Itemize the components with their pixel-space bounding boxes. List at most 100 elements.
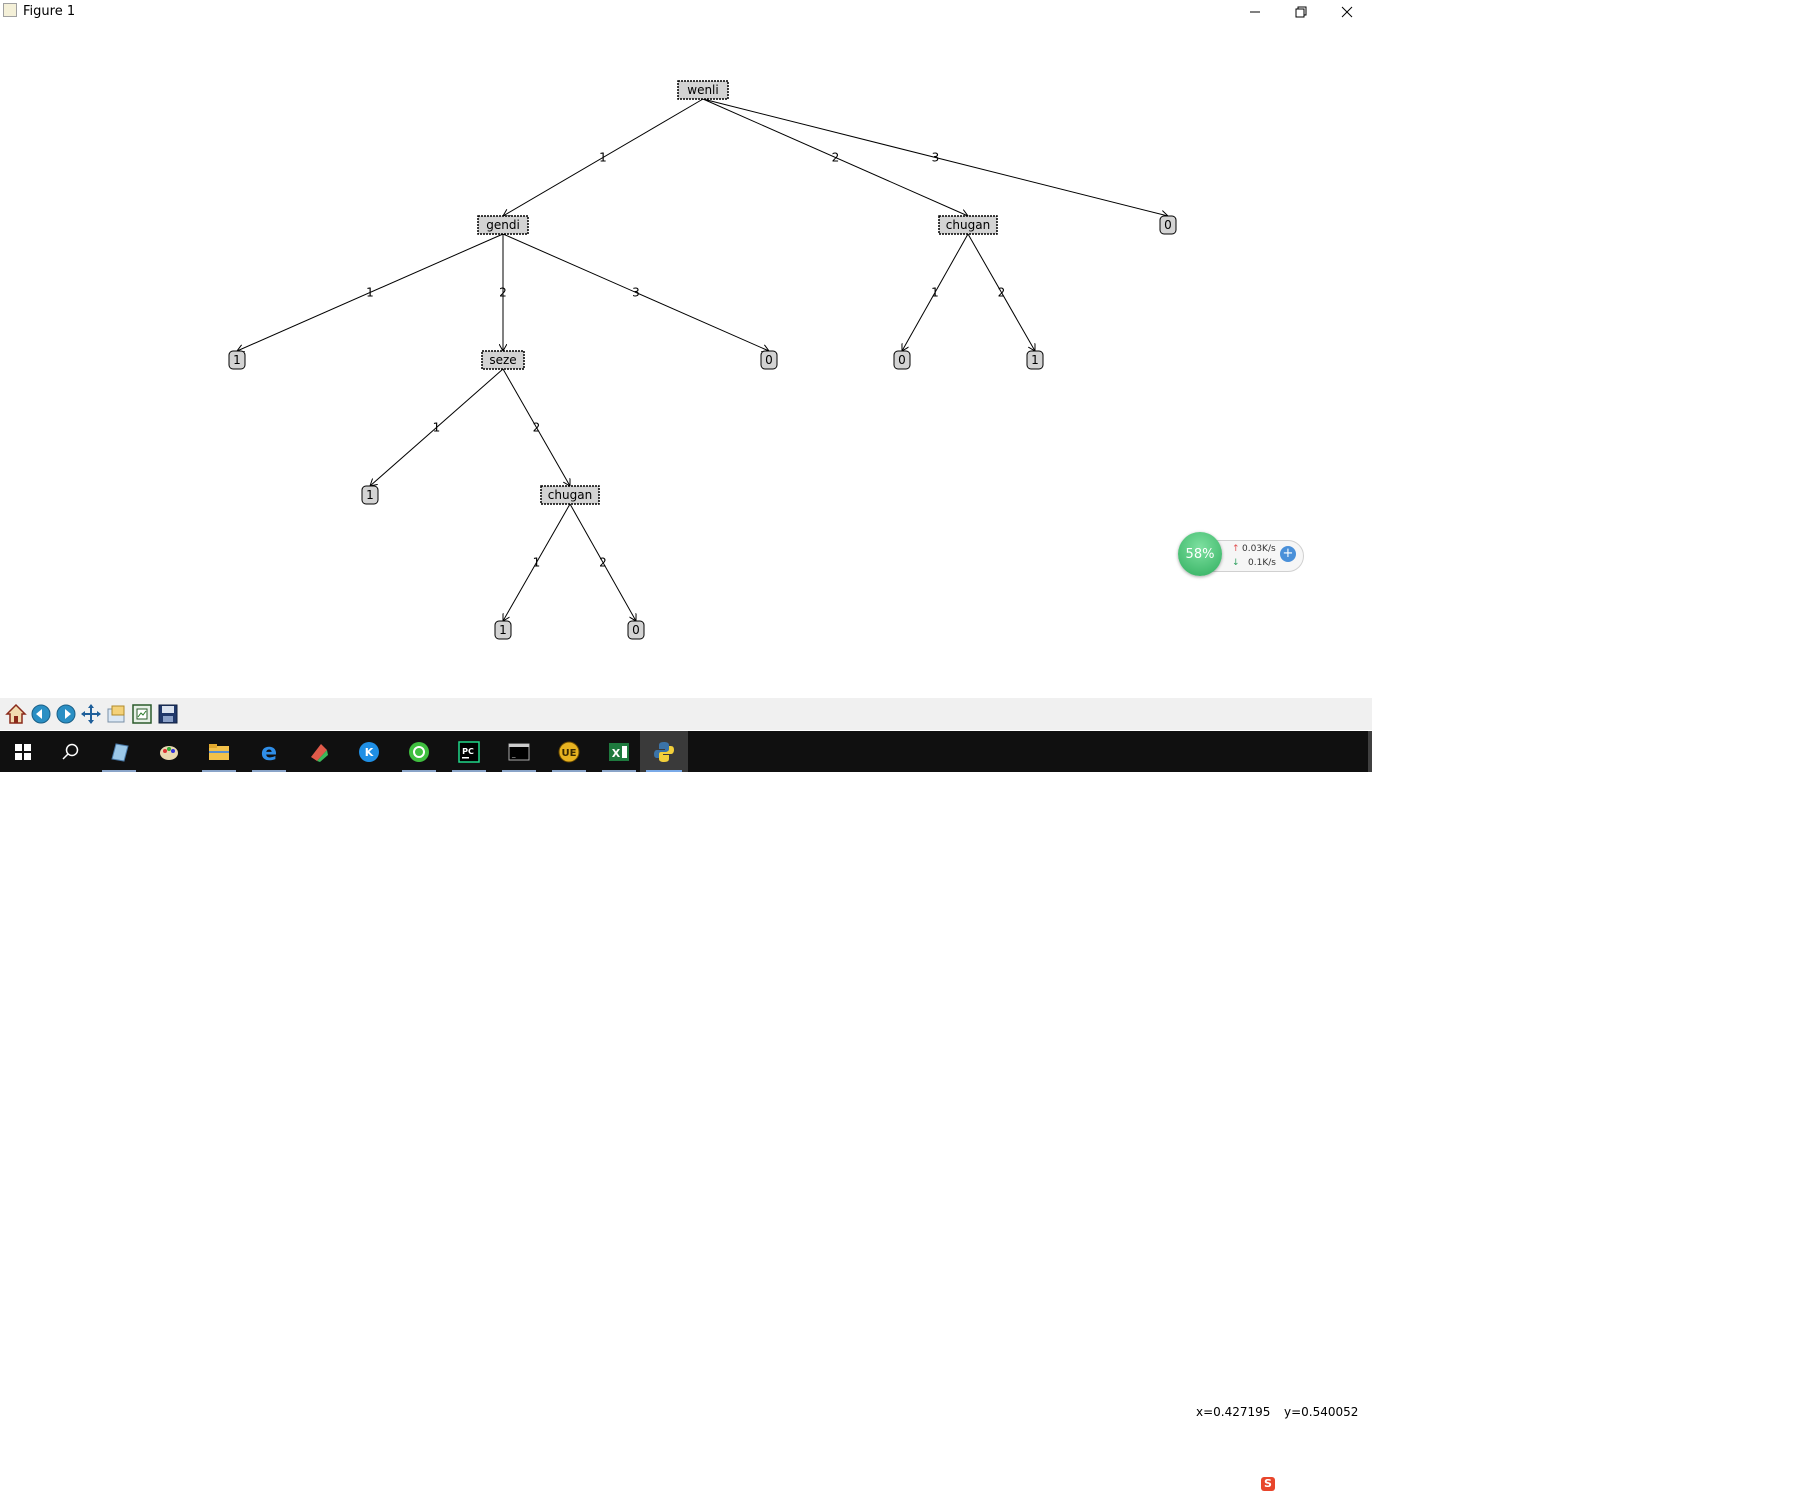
edge-label: 1 — [433, 421, 441, 435]
zoom-icon — [107, 705, 125, 723]
leaf-box — [228, 350, 246, 370]
kugou-icon: K — [359, 741, 379, 762]
leaf-box — [627, 620, 645, 640]
tree-edge — [502, 368, 570, 486]
node-label: 0 — [632, 623, 640, 637]
leaf-box — [494, 620, 512, 640]
restore-button[interactable] — [1278, 0, 1324, 23]
configure-subplots-button[interactable] — [129, 701, 155, 727]
forward-icon — [56, 704, 76, 724]
node-label: 0 — [765, 353, 773, 367]
node-label: 0 — [1164, 218, 1172, 232]
node-label: 1 — [366, 488, 374, 502]
search-button[interactable] — [48, 731, 94, 772]
close-button[interactable] — [1324, 0, 1370, 23]
pan-icon — [81, 704, 101, 724]
show-desktop-button[interactable] — [1368, 731, 1372, 772]
start-icon — [15, 743, 31, 760]
edge-label: 1 — [931, 286, 939, 300]
decision-node: chugan — [938, 215, 998, 235]
memory-usage-circle[interactable]: 58% — [1178, 532, 1222, 576]
network-speed-widget[interactable]: 58% ↑ 0.03K/s ↓ 0.1K/s + — [1178, 532, 1304, 576]
tree-edge — [569, 503, 636, 621]
window-title: Figure 1 — [23, 4, 76, 19]
pdf-icon — [311, 743, 328, 762]
tree-edge — [370, 368, 504, 486]
show-hidden-icons-button[interactable] — [1116, 1476, 1132, 1492]
taskbar-app-1[interactable] — [96, 731, 142, 772]
decision-box — [540, 485, 600, 505]
node-label: 0 — [898, 353, 906, 367]
upload-speed: 0.03K/s — [1242, 544, 1276, 554]
taskbar-360-browser[interactable] — [396, 731, 442, 772]
running-indicator — [202, 770, 236, 772]
input-method-button[interactable]: 中 — [1237, 1477, 1250, 1492]
wifi-icon — [1187, 1479, 1201, 1491]
volume-button[interactable] — [1138, 1476, 1154, 1492]
minimize-button[interactable] — [1232, 0, 1278, 23]
pan-button[interactable] — [78, 701, 104, 727]
taskbar-kugou[interactable]: K — [346, 731, 392, 772]
save-button[interactable] — [155, 701, 181, 727]
svg-text:K: K — [365, 746, 374, 759]
file-explorer-icon — [209, 743, 229, 760]
node-label: seze — [489, 353, 516, 367]
taskbar-excel[interactable]: X — [596, 731, 642, 772]
back-icon — [31, 704, 51, 724]
speaker-icon — [1138, 1477, 1150, 1491]
running-indicator — [552, 770, 586, 772]
taskbar-edge[interactable]: e — [246, 731, 292, 772]
restore-icon — [1295, 6, 1307, 17]
taskbar-file-explorer[interactable] — [196, 731, 242, 772]
battery-button[interactable] — [1162, 1476, 1178, 1492]
tree-edge — [702, 98, 968, 216]
network-button[interactable] — [1186, 1476, 1202, 1492]
home-button[interactable] — [3, 701, 29, 727]
edge-label: 2 — [832, 151, 840, 165]
search-icon — [62, 743, 79, 760]
taskbar-terminal[interactable]: _ — [496, 731, 542, 772]
sogou-button[interactable]: S — [1260, 1476, 1276, 1492]
leaf-node: 0 — [1159, 215, 1177, 235]
zoom-button[interactable] — [103, 701, 129, 727]
leaf-node: 1 — [361, 485, 379, 505]
decision-node: chugan — [540, 485, 600, 505]
forward-button[interactable] — [53, 701, 79, 727]
edge-label: 3 — [932, 151, 940, 165]
clock-time[interactable]: 17:31 — [1313, 1465, 1349, 1479]
start-button[interactable] — [0, 731, 46, 772]
decision-node: wenli — [677, 80, 729, 100]
browser-360-icon — [409, 741, 429, 762]
taskbar-pycharm[interactable]: PC — [446, 731, 492, 772]
taskbar-pdf-app[interactable] — [296, 731, 342, 772]
excel-icon: X — [609, 742, 629, 761]
taskbar-paint[interactable] — [146, 731, 192, 772]
svg-text:PC: PC — [462, 747, 474, 756]
python-icon — [654, 741, 674, 762]
leaf-node: 0 — [893, 350, 911, 370]
decision-box — [677, 80, 729, 100]
node-label: 1 — [233, 353, 241, 367]
back-button[interactable] — [28, 701, 54, 727]
taskbar-ultraedit[interactable]: UE — [546, 731, 592, 772]
upload-arrow-icon: ↑ — [1232, 544, 1240, 554]
tree-edge — [502, 233, 769, 351]
edge-label: 2 — [533, 421, 541, 435]
svg-text:UE: UE — [562, 748, 577, 759]
clock-date[interactable]: 2017/7/23 — [1300, 1483, 1362, 1497]
tree-edge — [237, 233, 504, 351]
sogou-icon: S — [1261, 1477, 1275, 1491]
expand-widget-button[interactable]: + — [1280, 546, 1296, 562]
decision-box — [938, 215, 998, 235]
cursor-y-readout: y=0.540052 — [1284, 1405, 1359, 1419]
taskbar-python-active[interactable] — [640, 731, 688, 772]
action-center-button[interactable] — [1212, 1476, 1228, 1492]
decision-node: gendi — [477, 215, 529, 235]
svg-text:_: _ — [511, 750, 516, 758]
node-label: chugan — [548, 488, 592, 502]
edge-label: 1 — [599, 151, 607, 165]
running-indicator — [646, 770, 682, 772]
